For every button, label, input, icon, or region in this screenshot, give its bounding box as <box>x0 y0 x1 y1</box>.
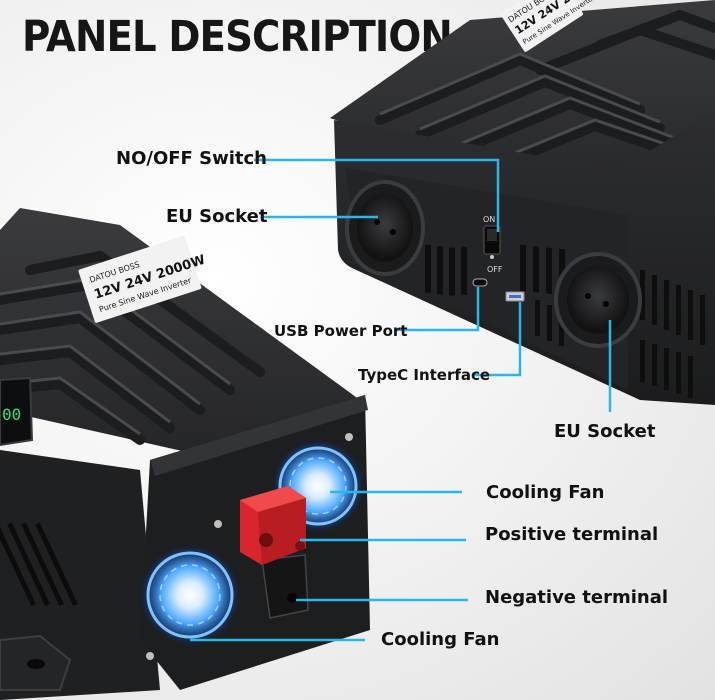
positive-terminal-graphic <box>240 486 306 565</box>
switch-off-text: OFF <box>487 265 503 274</box>
label-negative-terminal: Negative terminal <box>485 587 669 608</box>
label-usb-power-port: USB Power Port <box>274 322 408 340</box>
label-typec-interface: TypeC Interface <box>358 366 491 384</box>
inverter-front-view: DATOU BOSS 12V 24V 2000W Pure Sine Wave … <box>0 208 370 700</box>
label-cooling-fan-top: Cooling Fan <box>486 482 605 503</box>
callout-lines <box>190 158 612 642</box>
label-positive-terminal: Positive terminal <box>485 524 659 545</box>
page-title: PANEL DESCRIPTION <box>22 12 453 62</box>
switch-on-text: ON <box>483 215 495 224</box>
eu-socket-right-graphic <box>554 252 642 348</box>
svg-text:00: 00 <box>2 405 21 424</box>
on-off-switch-graphic: ON OFF <box>483 215 503 274</box>
label-eu-socket-left: EU Socket <box>166 206 268 227</box>
label-cooling-fan-bottom: Cooling Fan <box>381 629 500 650</box>
eu-socket-left-graphic <box>345 180 425 276</box>
label-eu-socket-right: EU Socket <box>554 421 656 442</box>
typec-port-graphic <box>472 278 488 287</box>
negative-terminal-graphic <box>261 554 309 619</box>
label-on-off-switch: NO/OFF Switch <box>116 148 267 169</box>
inverter-back-view: DATOU BOSS 12V 24V 2000W Pure Sine Wave … <box>330 0 715 405</box>
cooling-fan-bottom-graphic <box>138 543 242 647</box>
